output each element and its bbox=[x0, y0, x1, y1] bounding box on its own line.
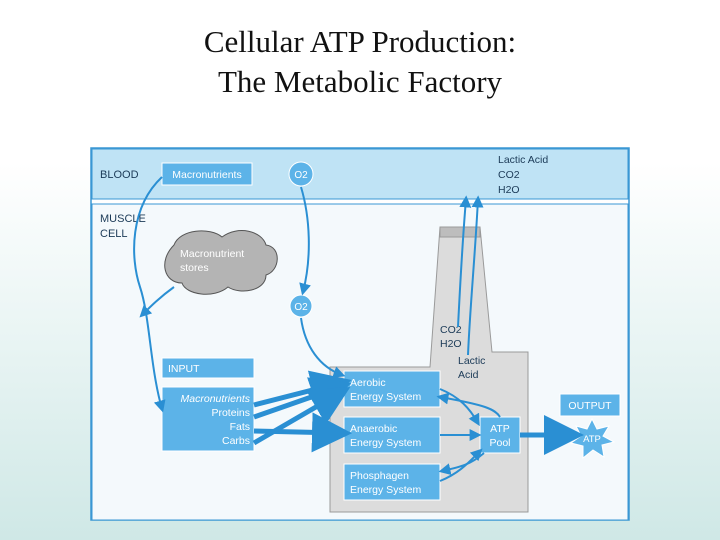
blood-macronutrients-label: Macronutrients bbox=[172, 169, 241, 181]
arrow-pool-to-phosphagen bbox=[438, 452, 485, 476]
o2-top-bubble bbox=[288, 161, 314, 187]
atp-pool-label-1: ATP bbox=[490, 423, 510, 435]
inner-lactic-label-1: Lactic bbox=[458, 355, 485, 367]
arrow-o2-into-cell bbox=[299, 186, 311, 296]
blood-macronutrients-box bbox=[161, 162, 253, 186]
metabolic-factory-diagram: BLOOD Macronutrients O2 Lactic Acid CO2 … bbox=[90, 147, 630, 521]
chimney-h2o: H2O bbox=[440, 338, 462, 350]
arrow-gases-out bbox=[457, 195, 472, 328]
input-label: INPUT bbox=[168, 363, 200, 375]
flow-arrows bbox=[133, 176, 501, 482]
waste-lactic-acid: Lactic Acid bbox=[498, 154, 548, 166]
arrow-stores-to-path bbox=[139, 286, 175, 318]
anaerobic-label-1: Anaerobic bbox=[350, 423, 397, 435]
phosphagen-energy-box bbox=[343, 463, 441, 501]
arrow-aerobic-to-pool bbox=[439, 388, 480, 427]
factory-chimney-cap bbox=[439, 226, 481, 238]
arrow-phosphagen-to-pool bbox=[439, 448, 483, 482]
arrow-lactic-out bbox=[467, 195, 484, 356]
macronutrient-stores-cloud bbox=[164, 230, 278, 295]
arrow-blood-to-macros bbox=[133, 176, 166, 413]
title-line-1: Cellular ATP Production: bbox=[203, 24, 517, 59]
aerobic-label-2: Energy System bbox=[350, 391, 421, 403]
stores-label-2: stores bbox=[180, 262, 209, 274]
macro-proteins: Proteins bbox=[211, 407, 250, 419]
arrow-pool-to-aerobic bbox=[436, 392, 501, 418]
title-line-2: The Metabolic Factory bbox=[217, 64, 503, 99]
chimney-co2: CO2 bbox=[440, 324, 462, 336]
macronutrient-list-box bbox=[161, 386, 255, 452]
waste-co2: CO2 bbox=[498, 169, 520, 181]
slide-title: Cellular ATP Production: The Metabolic F… bbox=[0, 22, 720, 102]
arrow-macros-aerobic-3 bbox=[252, 386, 351, 446]
atp-star-label: ATP bbox=[583, 434, 601, 445]
macro-list-title: Macronutrients bbox=[181, 393, 251, 405]
o2-top-label: O2 bbox=[294, 170, 308, 181]
o2-inner-label: O2 bbox=[294, 302, 308, 313]
thick-arrows bbox=[252, 370, 584, 455]
arrow-macros-anaerobic bbox=[253, 412, 352, 453]
output-box bbox=[559, 393, 621, 417]
atp-pool-label-2: Pool bbox=[489, 437, 510, 449]
blood-label: BLOOD bbox=[100, 169, 139, 181]
muscle-cell-label-2: CELL bbox=[100, 228, 128, 240]
phosphagen-label-2: Energy System bbox=[350, 484, 421, 496]
aerobic-label-1: Aerobic bbox=[350, 377, 386, 389]
stores-label-1: Macronutrient bbox=[180, 248, 244, 260]
muscle-cell-label-1: MUSCLE bbox=[100, 213, 146, 225]
waste-h2o: H2O bbox=[498, 184, 520, 196]
input-box bbox=[161, 357, 255, 379]
anaerobic-label-2: Energy System bbox=[350, 437, 421, 449]
atp-pool-box bbox=[479, 416, 521, 454]
phosphagen-label-1: Phosphagen bbox=[350, 470, 409, 482]
output-label: OUTPUT bbox=[568, 400, 612, 412]
macro-carbs: Carbs bbox=[222, 435, 250, 447]
inner-lactic-label-2: Acid bbox=[458, 369, 479, 381]
macro-fats: Fats bbox=[230, 421, 250, 433]
